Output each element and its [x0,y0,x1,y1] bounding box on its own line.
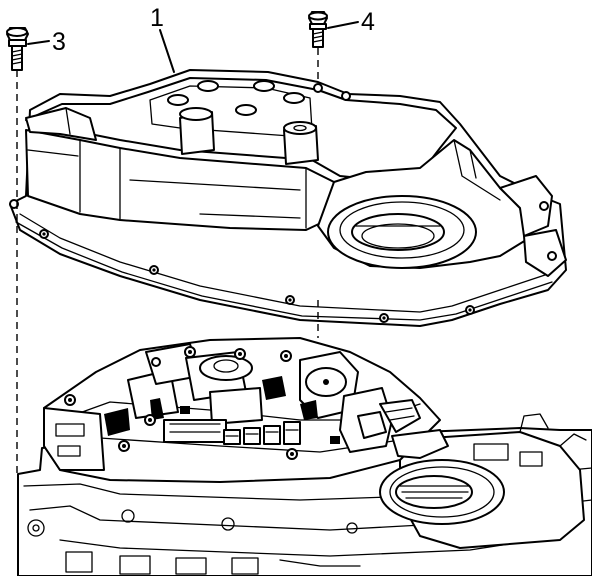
side-cover [9,69,567,327]
callout-4: 4 [327,8,375,36]
callout-4-number: 4 [361,8,375,36]
callout-3-number: 3 [52,28,66,56]
callout-3-leader [27,40,50,45]
callout-1-leader [159,29,175,73]
valve-body [43,337,449,483]
callout-1: 1 [150,4,175,73]
bolt-3 [6,27,29,71]
bolt-4 [308,11,328,48]
valve-spools [223,421,301,445]
callout-1-number: 1 [150,4,164,32]
callout-4-leader [327,21,359,29]
callout-3: 3 [27,28,66,56]
